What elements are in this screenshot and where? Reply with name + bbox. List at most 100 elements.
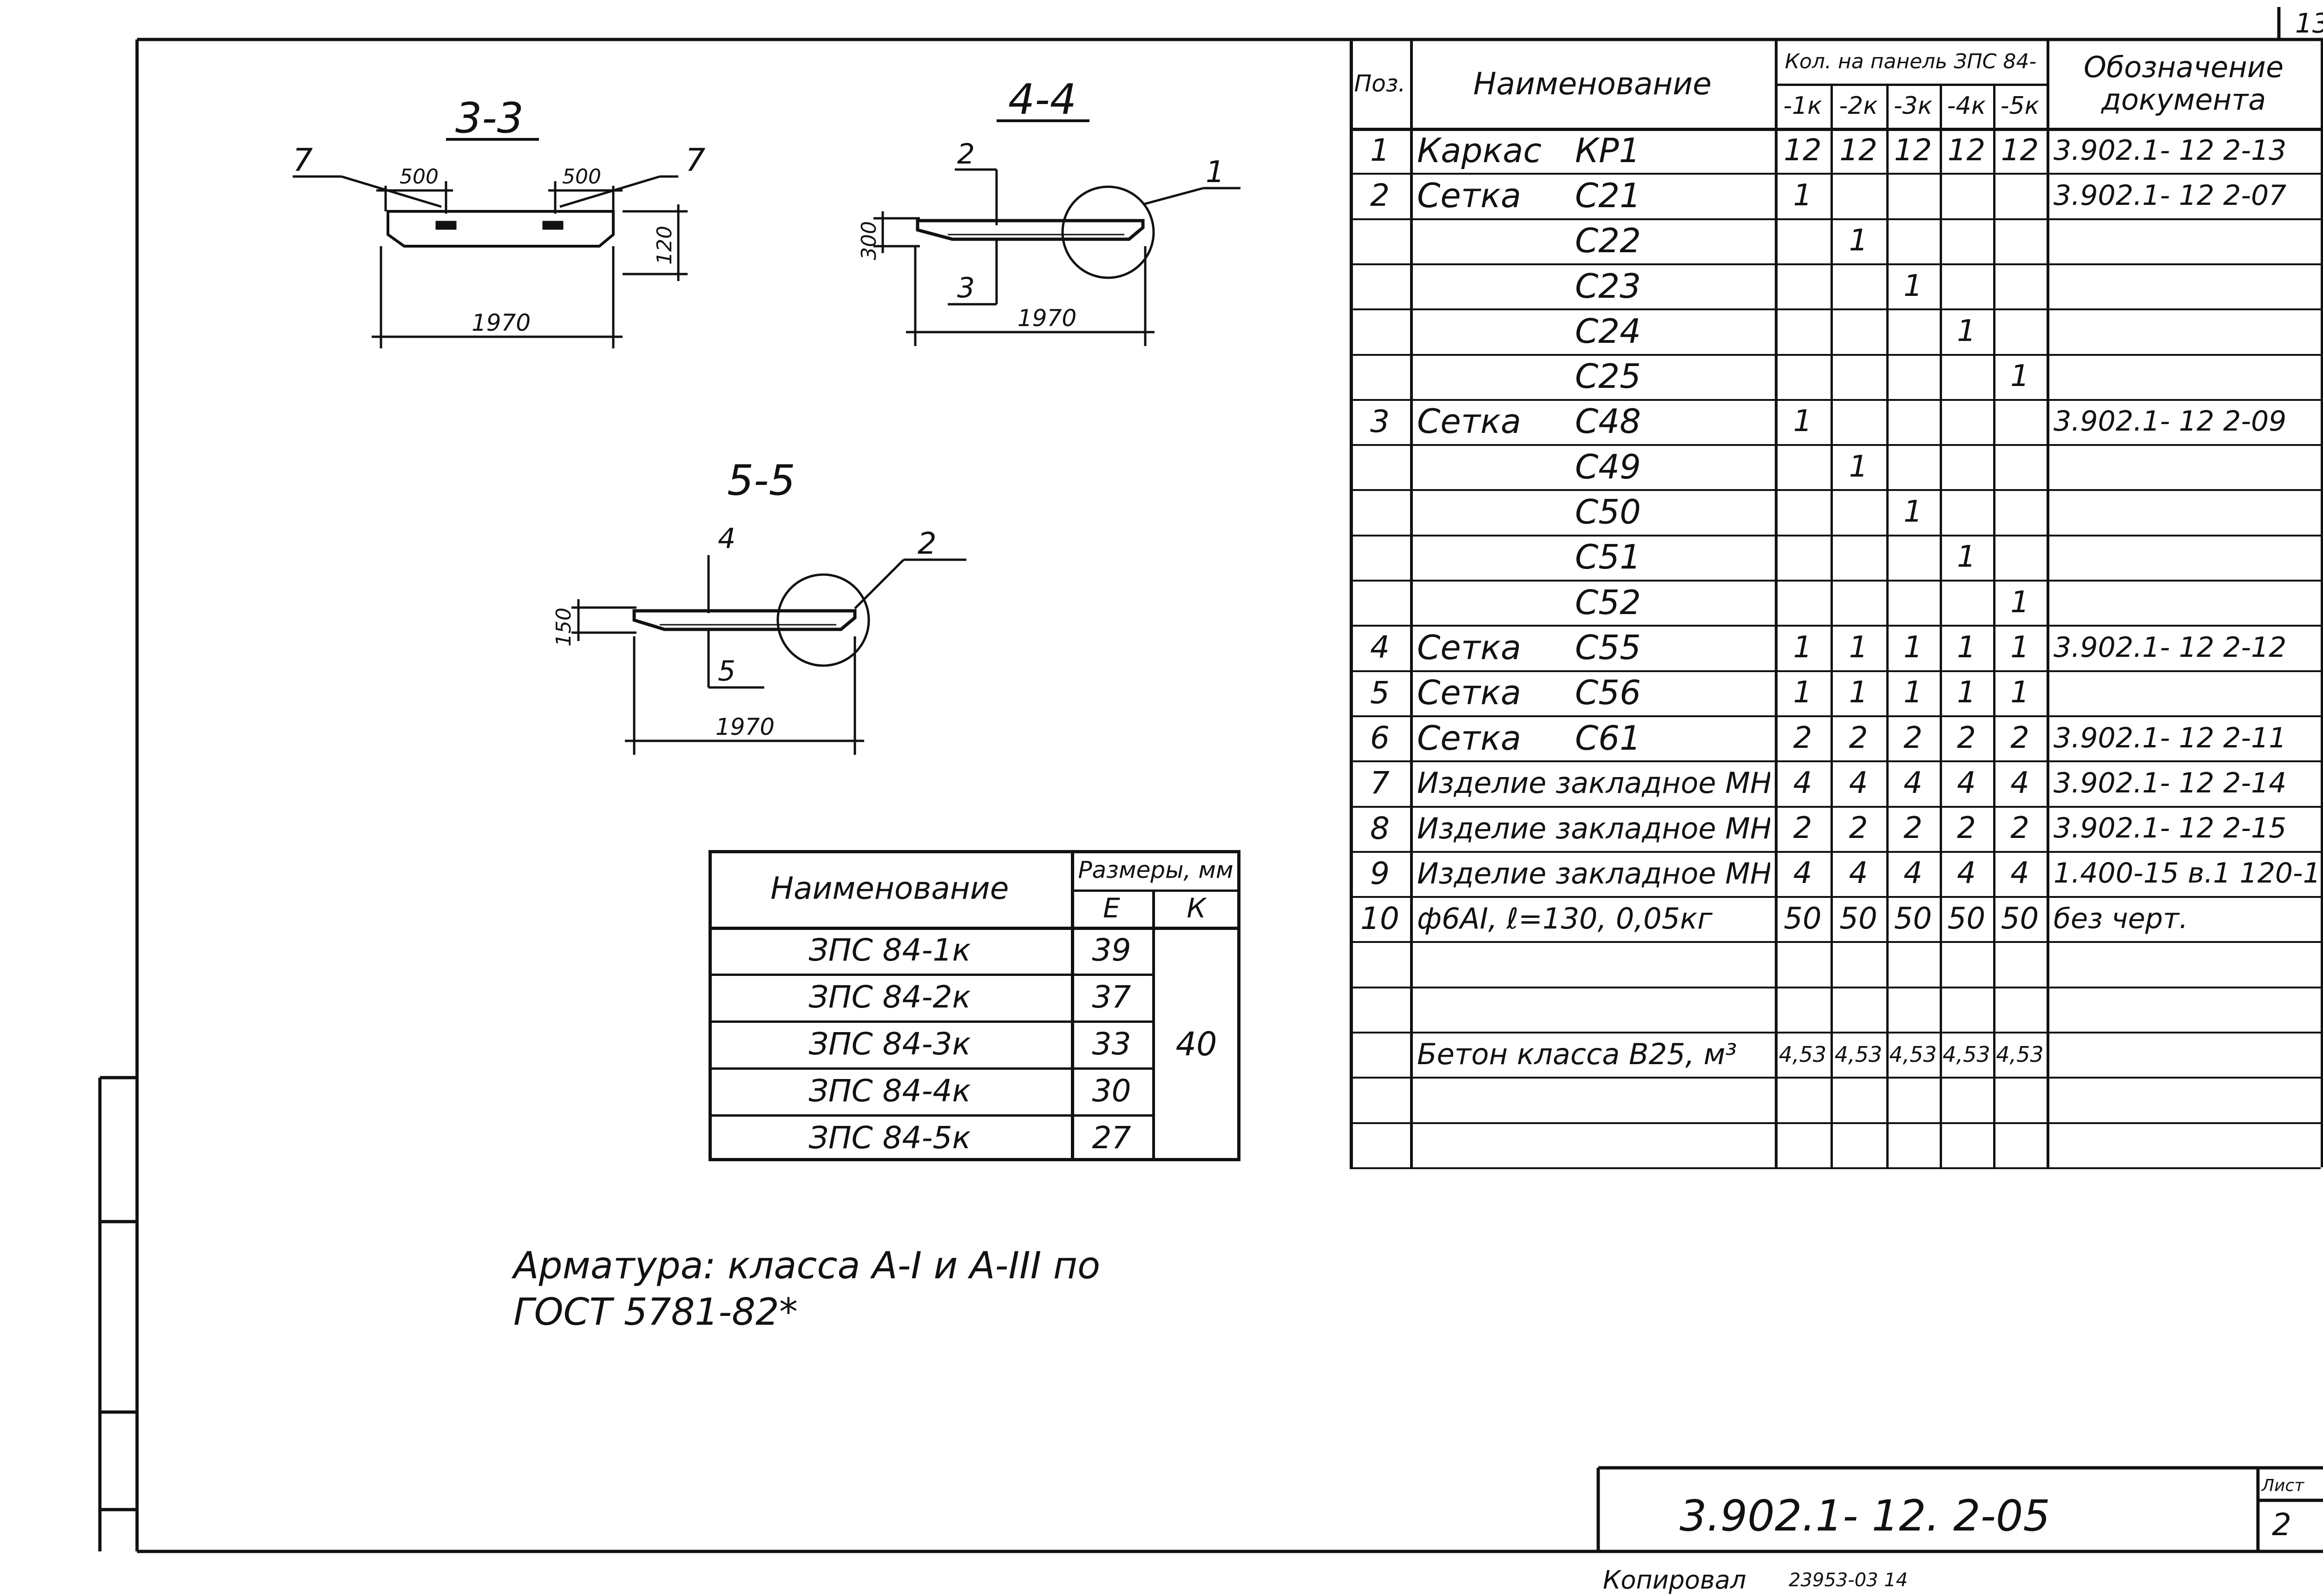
spec-row-pos (1350, 263, 1410, 308)
spec-row-qty (1886, 308, 1940, 353)
spec-row-qty (1831, 1122, 1886, 1167)
spec-row-qty: 1 (1793, 178, 1812, 213)
spec-row-qty: 1 (2010, 585, 2029, 620)
table-rule (1071, 890, 1240, 892)
spec-row-qty (1940, 580, 1993, 625)
spec-row-kind (1417, 941, 1770, 986)
spec-header-pos: Поз. (1354, 70, 1406, 97)
section-3-3-title: 3-3 (455, 94, 524, 143)
spec-header-col-3: -3к (1893, 92, 1933, 120)
note-line-2: ГОСТ 5781-82* (513, 1290, 798, 1334)
spec-row-qty (1886, 444, 1940, 489)
spec-row-qty: 4,53 (1996, 1041, 2044, 1067)
spec-row-qty: 1 (1903, 630, 1923, 665)
table-rule (1350, 580, 2321, 582)
spec-row-qty (1993, 987, 2047, 1032)
spec-row-qty: 4 (2010, 856, 2029, 891)
spec-row-qty (1831, 399, 1886, 444)
spec-row-qty: 4 (1903, 856, 1923, 891)
spec-row-doc: без черт. (2054, 902, 2188, 935)
table-rule (1350, 399, 2321, 401)
spec-row-mark: С50 (1575, 492, 1641, 532)
spec-row-doc: 3.902.1- 12 2-12 (2054, 631, 2287, 664)
table-rule (1350, 1032, 2321, 1033)
section-5-5-pos-bottom: 5 (718, 655, 735, 687)
spec-row-qty (1993, 941, 2047, 986)
spec-row-qty: 4,53 (1778, 1041, 1827, 1067)
spec-row-qty (1775, 1077, 1831, 1122)
spec-row-doc: 3.902.1- 12 2-11 (2054, 721, 2287, 754)
spec-row-qty: 12 (1894, 133, 1932, 168)
spec-row-qty (1940, 987, 1993, 1032)
spec-row-qty: 12 (1784, 133, 1822, 168)
spec-row-pos: 2 (1370, 177, 1390, 214)
spec-row-qty (1993, 218, 2047, 263)
spec-row-kind (1417, 987, 1770, 1032)
spec-row-qty (1831, 173, 1886, 218)
spec-row-qty: 1 (1957, 540, 1976, 575)
spec-row-qty: 4,53 (1942, 1041, 1990, 1067)
spec-row-qty: 50 (1894, 901, 1932, 936)
spec-row-qty (1886, 535, 1940, 580)
spec-row-pos (1350, 489, 1410, 534)
spec-row-qty (1993, 308, 2047, 353)
spec-row-qty: 2 (1849, 720, 1868, 755)
spec-row-pos: 5 (1370, 674, 1390, 711)
table-rule (709, 1114, 1152, 1117)
table-rule (1350, 760, 2321, 763)
spec-row-qty: 2 (1903, 811, 1923, 846)
spec-row-qty (1775, 354, 1831, 399)
spec-row-qty: 1 (1903, 268, 1923, 303)
copy-note: Копировал (1603, 1565, 1746, 1595)
spec-row-kind: Изделие закладное МН6 (1417, 811, 1770, 845)
spec-row-qty: 12 (2001, 133, 2039, 168)
table-rule (1350, 263, 2321, 265)
spec-row-mark: С48 (1575, 402, 1641, 441)
spec-row-doc (2054, 580, 2318, 625)
section-5-5-pos-circle: 2 (918, 527, 937, 561)
table-rule (1350, 534, 2321, 536)
spec-row-qty (1886, 580, 1940, 625)
spec-row-mark: С24 (1575, 311, 1641, 351)
spec-row-qty (1775, 580, 1831, 625)
dims-row-e: 27 (1092, 1120, 1131, 1156)
spec-row-qty (1775, 941, 1831, 986)
section-4-4-pos-circle: 1 (1206, 155, 1225, 190)
spec-row-qty (1940, 173, 1993, 218)
section-4-4-dim-height: 300 (857, 221, 881, 260)
spec-row-doc (2054, 670, 2318, 715)
table-rule (1350, 353, 2321, 356)
spec-row-pos: 1 (1370, 132, 1390, 169)
spec-row-qty: 4,53 (1834, 1041, 1883, 1067)
spec-row-doc (2054, 941, 2318, 986)
spec-row-mark: С56 (1575, 673, 1641, 713)
spec-row-qty (1940, 218, 1993, 263)
spec-row-doc (2054, 535, 2318, 580)
sheet-top-number: 13 (2295, 7, 2323, 39)
spec-row-pos (1350, 987, 1410, 1032)
spec-header-col-1: -1к (1783, 92, 1822, 120)
spec-row-qty (1775, 444, 1831, 489)
spec-row-pos (1350, 535, 1410, 580)
note-line-1: Арматура: класса А-I и А-III по (513, 1244, 1101, 1287)
spec-row-qty (1775, 535, 1831, 580)
spec-row-qty (1940, 354, 1993, 399)
spec-header-col-5: -5к (2000, 92, 2040, 120)
spec-row-qty: 4 (1957, 765, 1976, 800)
spec-row-qty: 1 (2010, 675, 2029, 710)
spec-row-qty: 1 (1793, 630, 1812, 665)
table-rule (1350, 805, 2321, 808)
spec-row-mark: С52 (1575, 582, 1641, 622)
spec-row-pos: 7 (1370, 765, 1390, 801)
section-5-5-dim-width: 1970 (715, 713, 774, 740)
section-4-4-title: 4-4 (1008, 75, 1076, 124)
section-3-3-pos-right: 7 (685, 142, 705, 179)
spec-row-qty (1775, 263, 1831, 308)
dims-row-name: ЗПС 84-1к (808, 932, 971, 968)
section-5-5-pos-top: 4 (718, 523, 735, 555)
spec-row-kind: ф6АI, ℓ=130, 0,05кг (1417, 902, 1713, 936)
spec-row-qty: 4 (2010, 765, 2029, 800)
spec-row-qty (1993, 173, 2047, 218)
spec-row-doc (2054, 444, 2318, 489)
spec-row-qty (1775, 218, 1831, 263)
